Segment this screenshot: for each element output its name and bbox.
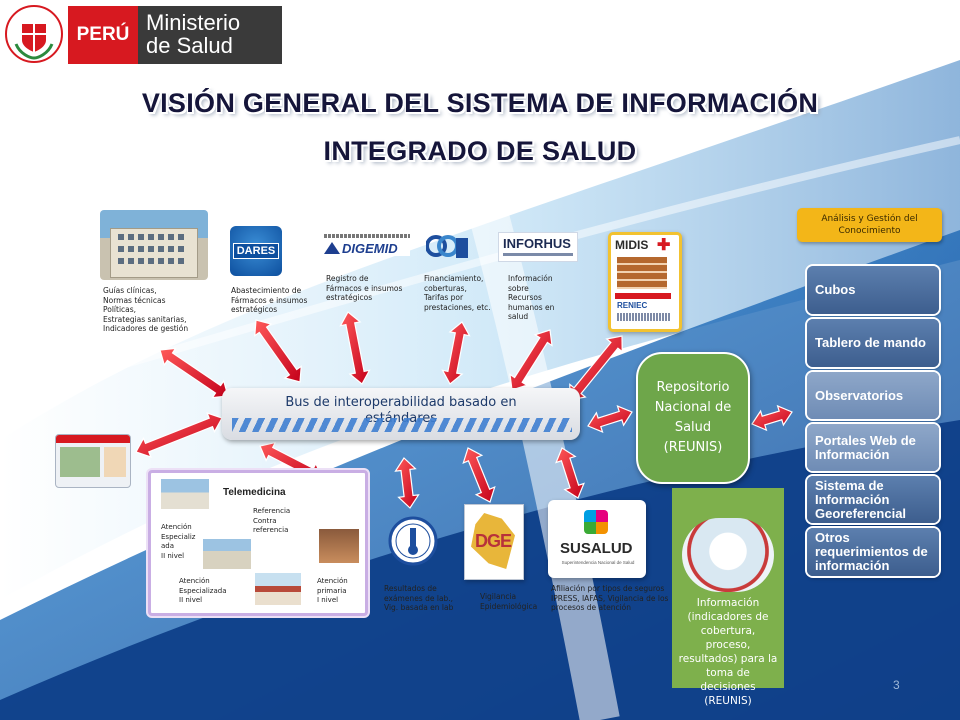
source-label-epidemiology: Vigilancia Epidemiológica: [480, 592, 538, 611]
telemedicina-item-specialized-1: Atención Especializ ada II nivel: [161, 523, 196, 560]
arrow-bus-susalud: [555, 447, 585, 499]
digemid-logo: DIGEMID: [324, 232, 410, 256]
coat-of-arms-icon: [5, 5, 63, 63]
arrow-bus-repository: [587, 405, 633, 433]
sidebar-item-label: Tablero de mando: [815, 335, 926, 350]
sidebar-item-label: Portales Web de Información: [815, 432, 916, 462]
country-label: PERÚ: [76, 24, 130, 45]
repository-label: Repositorio Nacional de Salud (REUNIS): [654, 380, 732, 455]
source-label-financing: Financiamiento, coberturas, Tarifas por …: [424, 274, 491, 312]
clinic-photo-1: [161, 479, 209, 509]
dge-logo: DGE: [464, 504, 524, 580]
sidebar-item-label: Cubos: [815, 282, 856, 297]
sidebar-item-web-portals[interactable]: Portales Web de Información: [807, 424, 939, 471]
sidebar-item-cubes[interactable]: Cubos: [807, 266, 939, 314]
ministry-line2: de Salud: [146, 33, 233, 58]
midis-logo-text: MIDIS: [615, 238, 649, 252]
source-label-dares: Abastecimiento de Fármacos e insumos est…: [231, 286, 308, 314]
arrow-dares-bus: [254, 319, 302, 383]
reniec-logo-text: RENIEC: [617, 301, 648, 310]
title-line1: VISIÓN GENERAL DEL SISTEMA DE INFORMACIÓ…: [141, 88, 819, 118]
source-label-susalud: Afiliación por tipos de seguros IPRESS, …: [551, 584, 669, 612]
interoperability-bus: Bus de interoperabilidad basado en están…: [222, 388, 580, 440]
knowledge-header: Análisis y Gestión del Conocimiento: [797, 208, 942, 242]
country-box: PERÚ: [68, 6, 138, 64]
dares-logo: DARES: [230, 226, 282, 276]
dares-logo-text: DARES: [232, 243, 280, 259]
sidebar-item-label: Sistema de Información Georeferencial: [815, 477, 907, 521]
midis-reniec-card: MIDIS ✚ RENIEC: [608, 232, 682, 332]
source-label-inforhus: Información sobre Recursos humanos en sa…: [508, 274, 555, 321]
bus-chevrons: [232, 418, 572, 432]
dashboard-photo: [682, 518, 774, 592]
arrow-inforhus-bus: [509, 329, 553, 391]
ins-logo-icon: [388, 516, 438, 566]
source-label-lab: Resultados de exámenes de lab., Vig. bas…: [384, 584, 454, 612]
ministry-box: Ministerio de Salud: [138, 6, 282, 64]
title-line2: INTEGRADO DE SALUD: [323, 136, 637, 166]
arrow-digemid-bus: [339, 311, 371, 385]
telemedicina-item-specialized-2: Atención Especializada II nivel: [179, 577, 227, 604]
arrow-portal-bus: [135, 412, 223, 458]
arrow-guidelines-bus: [159, 347, 229, 399]
dge-logo-text: DGE: [475, 531, 512, 551]
arrow-midis-bus: [569, 335, 623, 401]
hospital-building-photo: [100, 210, 208, 280]
sidebar-item-dashboard[interactable]: Tablero de mando: [807, 319, 939, 367]
clinic-photo-3: [255, 573, 301, 605]
susalud-mark-icon: [584, 510, 608, 534]
telemedicina-title: Telemedicina: [223, 487, 286, 498]
sis-logo-icon: [426, 235, 468, 258]
telemedicina-item-primary: Atención primaria I nivel: [317, 577, 348, 604]
sidebar-item-georeferential[interactable]: Sistema de Información Georeferencial: [807, 476, 939, 523]
digemid-logo-text: DIGEMID: [342, 241, 398, 256]
susalud-logo-text: SUSALUD: [560, 540, 633, 557]
sidebar-item-label: Observatorios: [815, 387, 904, 403]
clinic-photo-2: [203, 539, 251, 569]
arrow-bus-dge: [462, 447, 496, 503]
sidebar-item-other-requirements[interactable]: Otros requerimientos de información: [807, 528, 939, 576]
page-number: 3: [893, 678, 900, 692]
sidebar-item-label: Otros requerimientos de información: [815, 530, 928, 573]
repository-node: Repositorio Nacional de Salud (REUNIS): [636, 352, 750, 484]
arrow-bus-lab: [394, 457, 420, 509]
telemedicina-item-referral: Referencia Contra referencia: [253, 507, 291, 534]
inforhus-logo-text: INFORHUS: [503, 236, 571, 251]
plus-icon: ✚: [657, 237, 671, 254]
ministry-line1: Ministerio: [146, 10, 241, 35]
arrow-financing-bus: [441, 321, 471, 385]
web-portal-screenshot: [55, 434, 131, 488]
susalud-logo-subtext: Superintendencia Nacional de Salud: [561, 560, 635, 565]
arrow-repository-sidebar: [751, 404, 793, 432]
info-panel-label: Información (indicadores de cobertura, p…: [678, 597, 778, 707]
info-panel: Información (indicadores de cobertura, p…: [672, 488, 784, 707]
inforhus-logo: INFORHUS: [498, 232, 578, 262]
sidebar-item-observatories[interactable]: Observatorios: [807, 372, 939, 419]
source-label-guidelines: Guías clínicas, Normas técnicas Política…: [103, 286, 189, 333]
knowledge-header-label: Análisis y Gestión del Conocimiento: [821, 214, 918, 236]
people-photo: [319, 529, 359, 563]
source-label-digemid: Registro de Fármacos e insumos estratégi…: [326, 274, 403, 302]
susalud-logo: SUSALUD Superintendencia Nacional de Sal…: [548, 500, 646, 578]
ministry-logo: PERÚ Ministerio de Salud: [0, 0, 282, 68]
telemedicina-box: Telemedicina Atención Especializ ada II …: [148, 470, 368, 616]
